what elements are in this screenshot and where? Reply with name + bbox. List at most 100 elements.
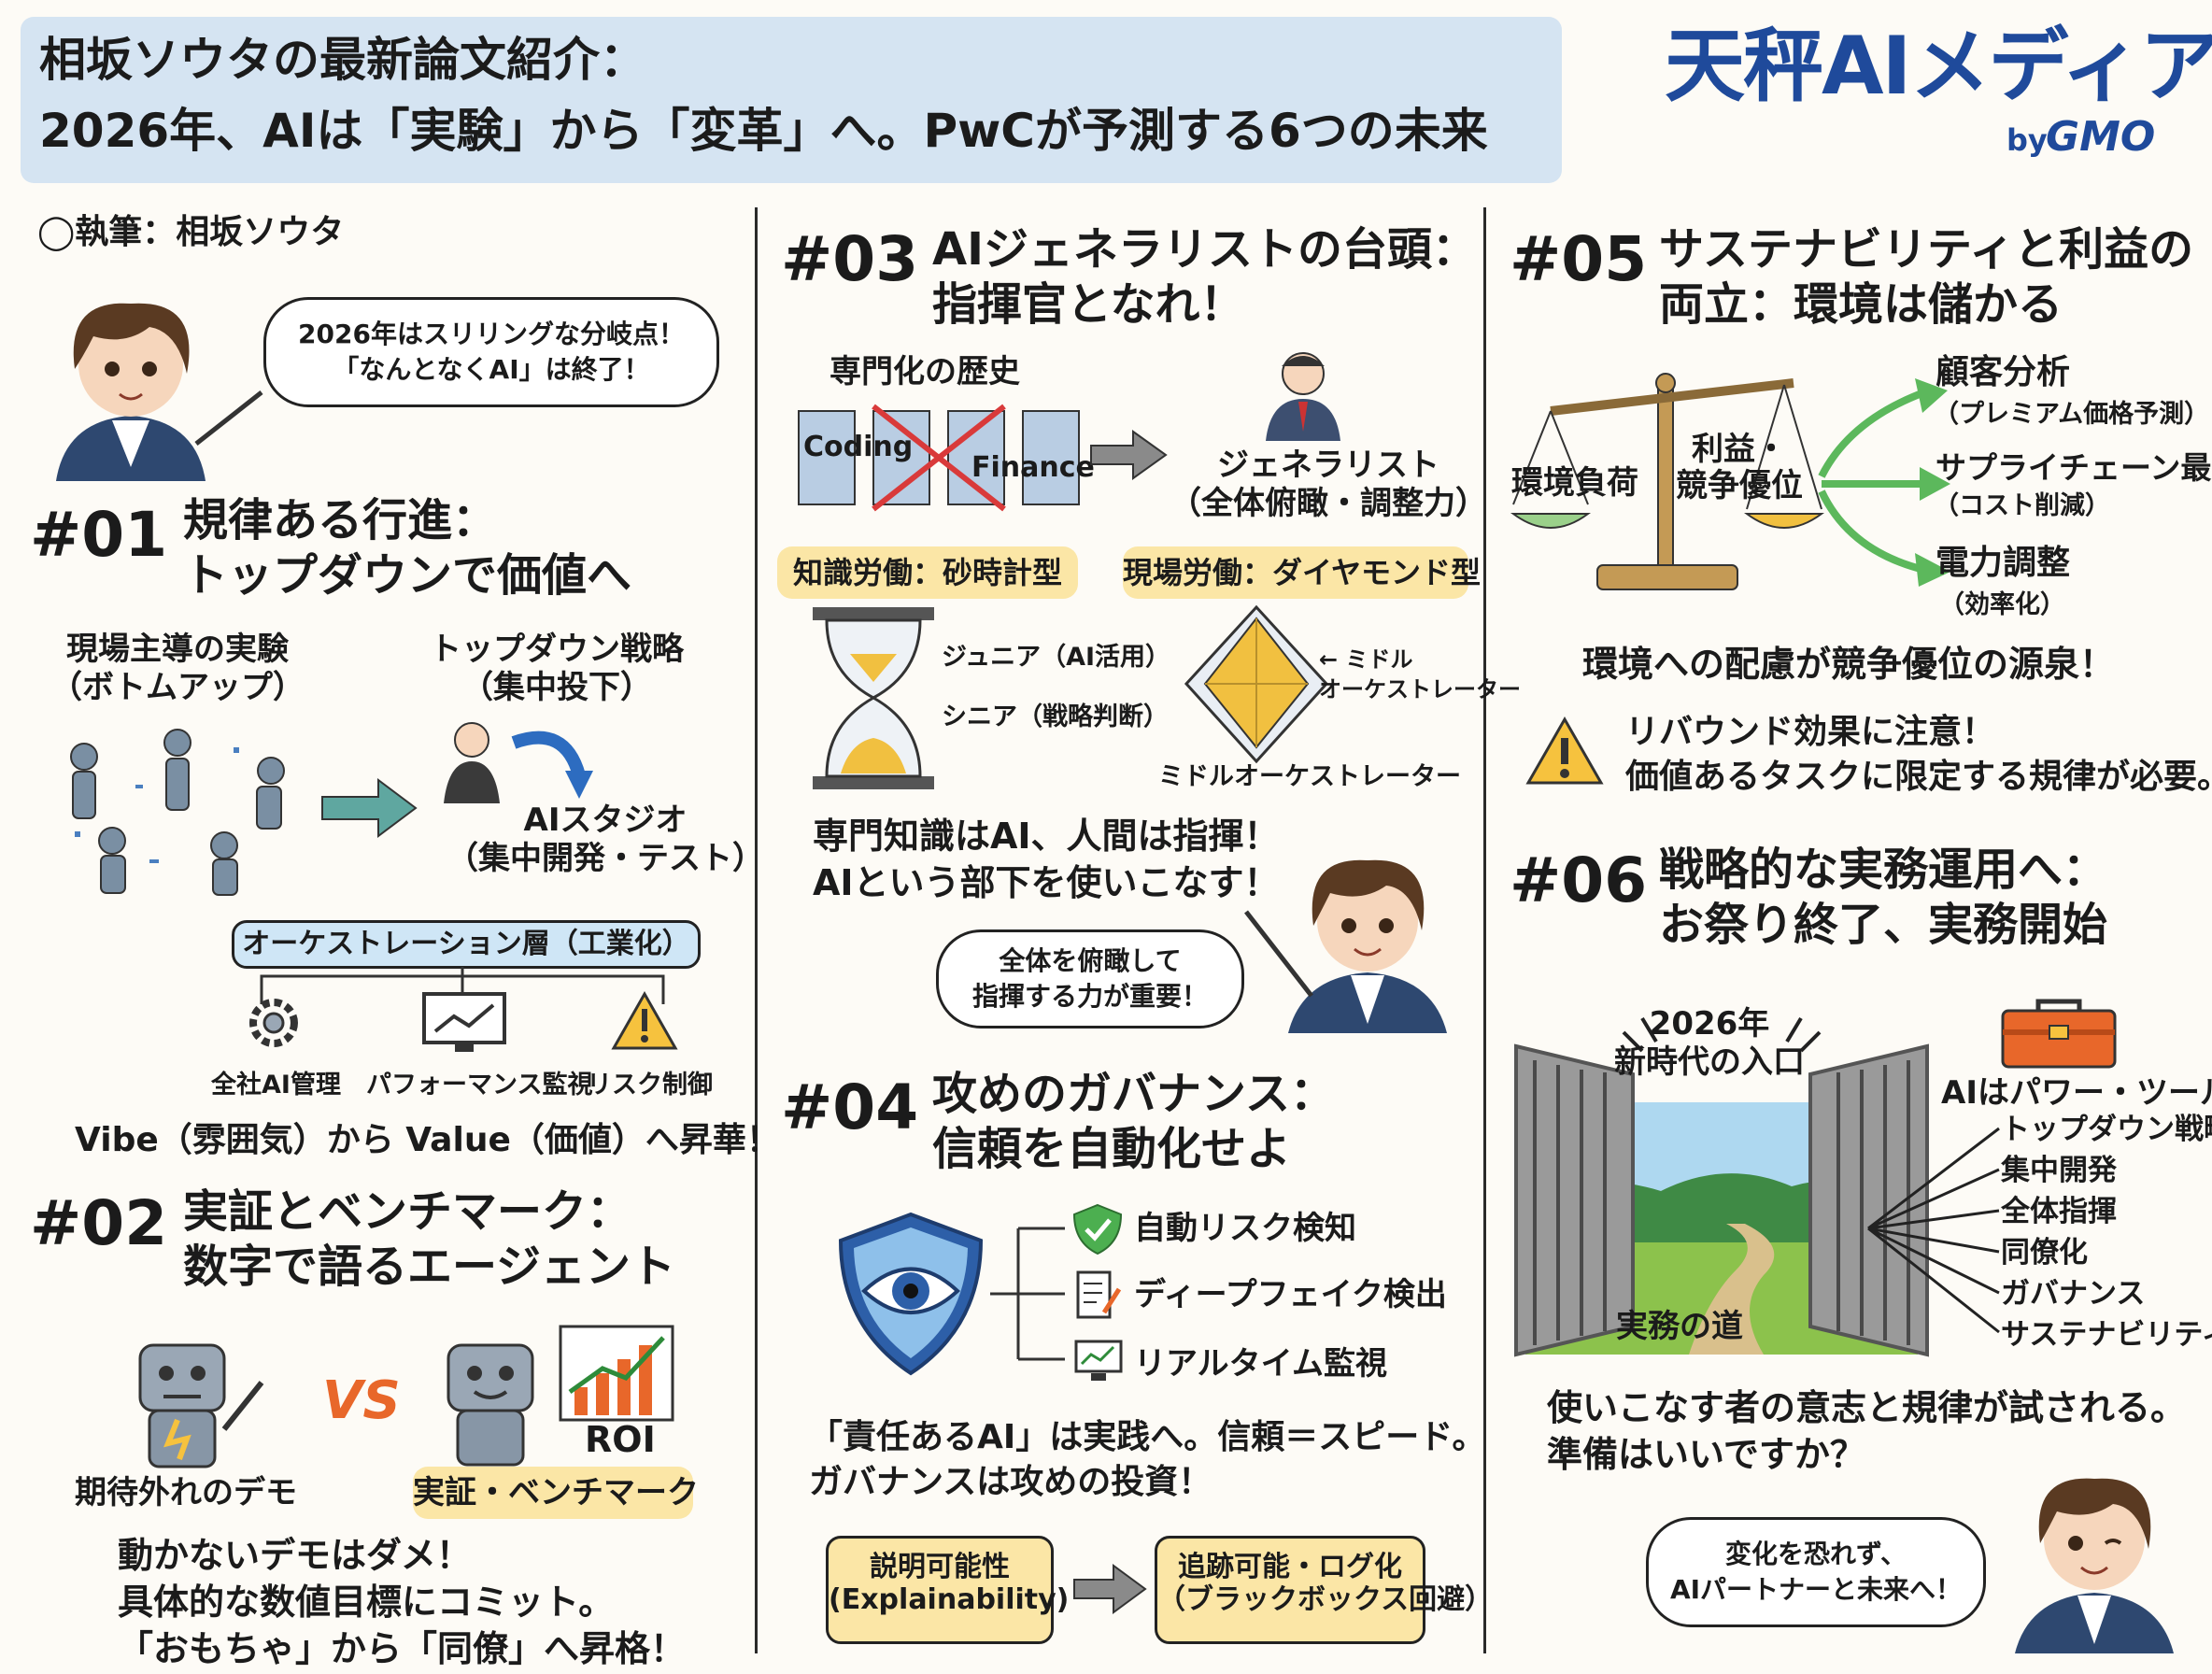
silo-columns-illustration: [798, 404, 1080, 512]
section-02-title: 実証とベンチマーク： 数字で語るエージェント: [183, 1185, 676, 1293]
gov-item-risk-detection: 自動リスク検知: [1134, 1210, 1356, 1247]
executive-figure: [444, 722, 593, 803]
section-01-summary: Vibe（雰囲気）から Value（価値）へ昇華！: [75, 1121, 780, 1159]
tool-item-6: サステナビリティ: [2001, 1318, 2212, 1352]
outcome-power-sub: （効率化）: [1939, 590, 2065, 619]
title-band: [21, 17, 1562, 183]
scale-left-label: 環境負荷: [1511, 464, 1638, 502]
orchestration-layer-pill: オーケストレーション層（工業化）: [232, 920, 701, 969]
balance-scale-illustration: [1510, 373, 1825, 590]
page-title-line1: 相坂ソウタの最新論文紹介：: [39, 33, 646, 87]
gear-icon: [249, 999, 298, 1047]
page-title-line2: 2026年、AIは「実験」から「変革」へ。PwCが予測する6つの未来: [39, 104, 1488, 158]
failed-demo-label: 期待外れのデモ: [75, 1474, 297, 1511]
warning-icon: [611, 990, 678, 1050]
tool-item-5: ガバナンス: [2001, 1277, 2146, 1311]
success-robot-icon: [447, 1325, 674, 1467]
explainability-box: 説明可能性 (Explainability): [826, 1536, 1069, 1644]
bottom-up-label: 現場主導の実験 （ボトムアップ）: [50, 631, 305, 706]
tool-item-3: 全体指揮: [2001, 1195, 2117, 1228]
shield-eye-icon: [838, 1212, 984, 1376]
gate-road-illustration: [1514, 1016, 1929, 1357]
new-era-gate-label: 2026年 新時代の入口: [1614, 1005, 1805, 1081]
section-06-body: 使いこなす者の意志と規律が試される。 準備はいいですか？: [1547, 1387, 2187, 1476]
knowledge-work-pill: 知識労働：砂時計型: [777, 546, 1078, 599]
brand-logo: 天秤AIメディア: [1665, 20, 2212, 113]
diamond-icon: [1184, 604, 1329, 764]
monitor-icon: [1074, 1340, 1123, 1381]
icon-label-risk: リスク制御: [587, 1071, 713, 1099]
author-avatar-wink: [2015, 1478, 2174, 1653]
broken-robot-icon: [138, 1343, 264, 1468]
document-pen-icon: [1076, 1270, 1122, 1319]
outcome-supply-chain: サプライチェーン最適化: [1936, 449, 2212, 486]
brand-gmo: GMO: [2046, 113, 2156, 161]
section-04-title: 攻めのガバナンス： 信頼を自動化せよ: [932, 1068, 1336, 1175]
generalist-figure: [1266, 352, 1340, 441]
growth-arrows: [1818, 378, 1950, 587]
section-03-title: AIジェネラリストの台頭： 指揮官となれ！: [932, 223, 1478, 331]
transition-arrow: [321, 778, 418, 838]
section-03-number: #03: [781, 223, 919, 295]
governance-connectors: [990, 1227, 1065, 1361]
generalist-arrow: [1090, 430, 1168, 480]
brand-by: by: [2006, 122, 2048, 158]
outcome-supply-chain-sub: （コスト削減）: [1934, 491, 2110, 520]
section-04-body: 「責任あるAI」は実践へ。信頼＝スピード。 ガバナンスは攻めの投資！: [809, 1418, 1486, 1501]
author-credit: ◯執筆：相坂ソウタ: [37, 213, 345, 251]
section-05-number: #05: [1510, 223, 1648, 295]
traceability-box: 追跡可能・ログ化 （ブラックボックス回避）: [1155, 1536, 1493, 1644]
outcome-power: 電力調整: [1936, 544, 2071, 582]
explainability-arrow: [1073, 1564, 1147, 1614]
rebound-warning-icon: [1525, 716, 1604, 785]
column-divider-1: [755, 207, 758, 1653]
section-06-title: 戦略的な実務運用へ： お祭り終了、実務開始: [1659, 844, 2108, 951]
coding-label: Coding: [803, 431, 914, 463]
section-02-body: 動かないデモはダメ！ 具体的な数値目標にコミット。 「おもちゃ」から「同僚」へ昇…: [118, 1535, 687, 1670]
mid-orchestrator-pointer: ← ミドル オーケストレーター: [1319, 646, 1521, 703]
section-06-number: #06: [1510, 844, 1648, 916]
field-work-pill: 現場労働：ダイヤモンド型: [1123, 546, 1481, 599]
outcome-customer-analysis-sub: （プレミアム価格予測）: [1934, 400, 2210, 429]
section-05-summary: 環境への配慮が競争優位の源泉！: [1582, 644, 2116, 685]
generalist-label: ジェネラリスト （全体俯瞰・調整力）: [1170, 447, 1487, 522]
section-03-speech-bubble: 全体を俯瞰して 指揮する力が重要！: [936, 929, 1244, 1029]
tool-fan-lines: [1867, 1127, 2000, 1334]
mid-orchestrator-label: ミドルオーケストレーター: [1158, 762, 1461, 791]
section-02-number: #02: [30, 1187, 168, 1259]
section-01-title: 規律ある行進： トップダウンで価値へ: [183, 494, 632, 602]
senior-label: シニア（戦略判断）: [942, 702, 1169, 731]
author-speech-bubble: 2026年はスリリングな分岐点！ 「なんとなくAI」は終了！: [263, 297, 719, 407]
icon-label-performance: パフォーマンス監視: [366, 1071, 593, 1099]
scale-right-label: 利益・ 競争優位: [1676, 431, 1803, 505]
icon-label-ai-management: 全社AI管理: [211, 1071, 341, 1099]
tool-item-1: トップダウン戦略: [2001, 1113, 2212, 1146]
specialization-history-label: 専門化の歴史: [830, 353, 1020, 390]
tool-item-2: 集中開発: [2001, 1154, 2117, 1187]
section-03-body: 専門知識はAI、人間は指揮！ AIという部下を使いこなす！: [813, 816, 1280, 904]
workers-illustration: [70, 729, 285, 896]
ai-studio-label: AIスタジオ （集中開発・テスト）: [447, 802, 764, 877]
author-avatar-pointing: [1244, 859, 1447, 1033]
top-down-label: トップダウン戦略 （集中投下）: [430, 631, 684, 706]
column-divider-2: [1483, 207, 1486, 1653]
section-01-number: #01: [30, 499, 168, 571]
road-label: 実務の道: [1616, 1308, 1743, 1345]
hourglass-icon: [813, 607, 934, 789]
section-04-number: #04: [781, 1071, 919, 1143]
gov-item-deepfake-detection: ディープフェイク検出: [1134, 1276, 1447, 1313]
outcome-customer-analysis: 顧客分析: [1936, 353, 2071, 391]
toolbox-icon: [2001, 999, 2117, 1069]
tool-item-4: 同僚化: [2001, 1236, 2088, 1270]
finance-label: Finance: [971, 451, 1095, 484]
benchmark-pill: 実証・ベンチマーク: [413, 1467, 699, 1519]
rebound-warning-text: リバウンド効果に注意！ 価値あるタスクに限定する規律が必要。: [1625, 713, 2212, 796]
gov-item-realtime-monitor: リアルタイム監視: [1134, 1345, 1387, 1383]
vs-label: VS: [322, 1370, 401, 1431]
section-05-title: サステナビリティと利益の 両立：環境は儲かる: [1659, 223, 2194, 331]
power-tool-label: AIはパワー・ツール: [1941, 1074, 2212, 1112]
junior-label: ジュニア（AI活用）: [942, 643, 1171, 672]
monitor-chart-icon: [422, 992, 506, 1052]
roi-label: ROI: [585, 1419, 656, 1460]
section-06-speech-bubble: 変化を恐れず、 AIパートナーと未来へ！: [1646, 1517, 1986, 1627]
